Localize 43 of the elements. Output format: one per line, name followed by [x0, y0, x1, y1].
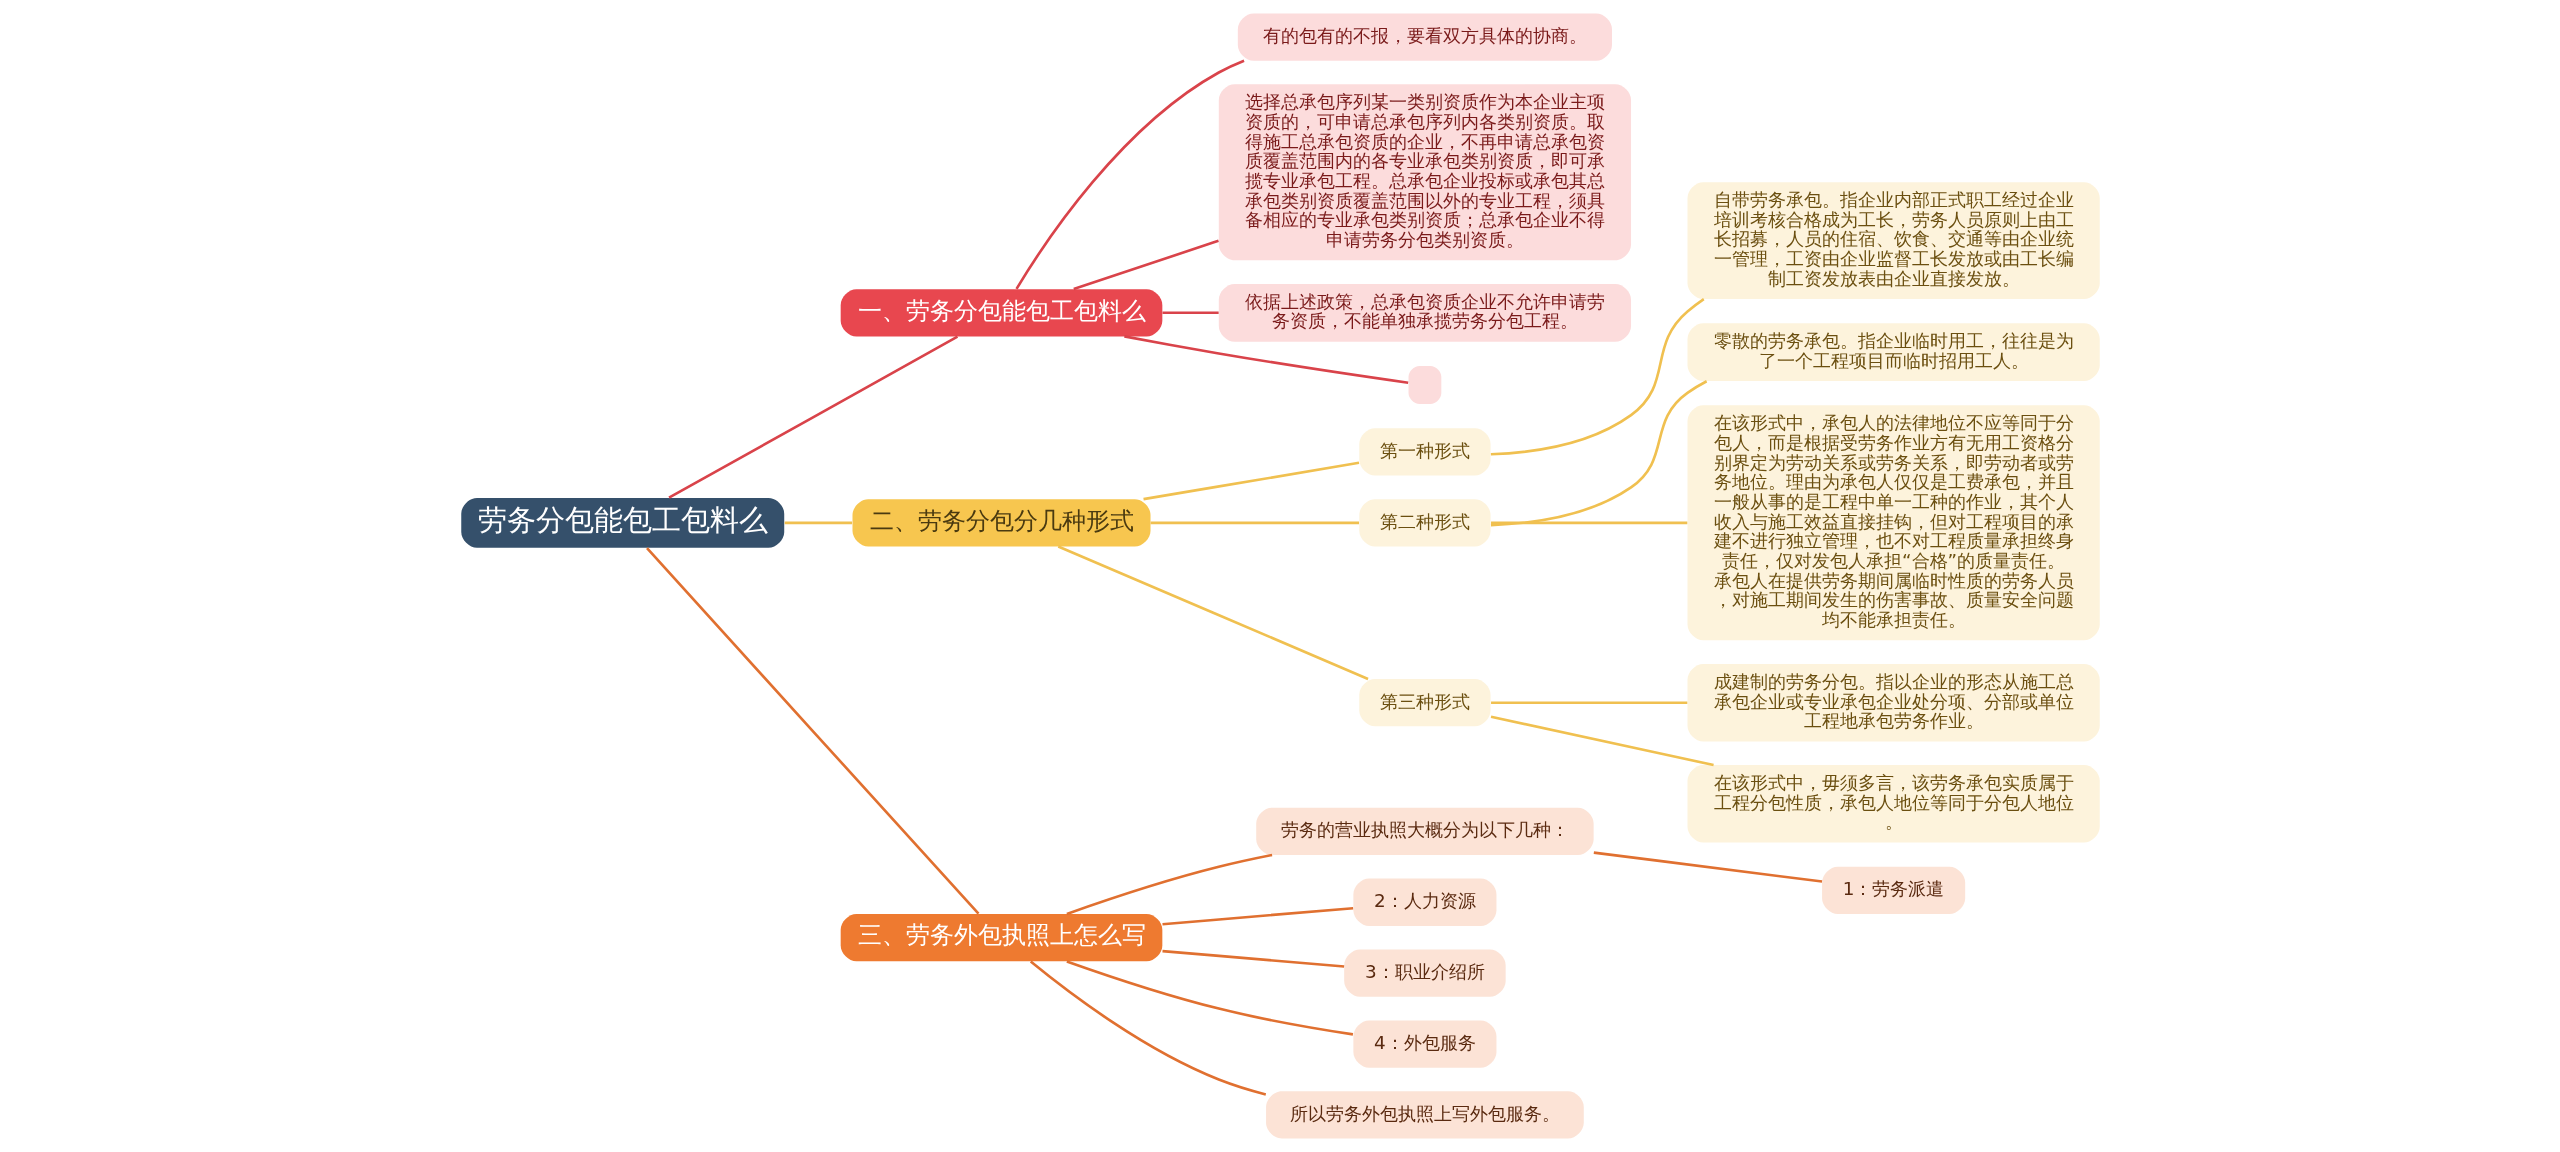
node-box: 第三种形式	[1358, 679, 1491, 727]
node-box: 劳务分包能包工包料么	[460, 497, 784, 548]
node-box: 在该形式中，毋须多言，该劳务承包实质属于工程分包性质，承包人地位等同于分包人地位。	[1687, 765, 2100, 843]
node-box: 零散的劳务承包。指企业临时用工，往往是为了一个工程项目而临时招用工人。	[1687, 323, 2100, 382]
node-box: 有的包有的不报，要看双方具体的协商。	[1237, 13, 1612, 61]
node-box: 在该形式中，承包人的法律地位不应等同于分包人，而是根据受劳务作业方有无用工资格分别界定为劳动关系或劳务关系，即劳动者或劳务地位。理由为承包人仅仅是工费承包，并且一般从事的是工程中单一工种的作业，其个人收入与施工效益直接挂钩，但对工程项目的承建不进行独立管理，也不对工程质量承担终身责任，仅对发包人承担“合格”的质量责任。承包人在提供劳务期间属临时性质的劳务人员，对施工期间发生的伤害事故、质量安全问题均不能承担责任。	[1687, 405, 2100, 641]
node-box: 选择总承包序列某一类别资质作为本企业主项资质的，可申请总承包序列内各类别资质。取得施工总承包资质的企业，不再申请总承包资质覆盖范围内的各专业承包类别资质，即可承揽专业承包工程。总承包企业投标或承包其总承包类别资质覆盖范围以外的专业工程，须具备相应的专业承包类别资质；总承包企业不得申请劳务分包类别资质。	[1218, 84, 1631, 261]
node-box: 依据上述政策，总承包资质企业不允许申请劳务资质，不能单独承揽劳务分包工程。	[1218, 283, 1631, 342]
node-box: 第一种形式	[1358, 428, 1491, 476]
node-box: 成建制的劳务分包。指以企业的形态从施工总承包企业或专业承包企业处分项、分部或单位工程地承包劳务作业。	[1687, 663, 2100, 742]
connector	[1014, 59, 1245, 290]
connector	[1029, 960, 1266, 1096]
node-box: 劳务的营业执照大概分为以下几种：	[1255, 807, 1594, 855]
connector	[1150, 521, 1359, 525]
connector	[1072, 239, 1219, 291]
connector	[1123, 335, 1408, 385]
connector	[1162, 311, 1219, 315]
node-box: 三、劳务外包执照上怎么写	[840, 914, 1162, 962]
connector	[645, 547, 979, 915]
connector	[1161, 906, 1353, 926]
connector	[1490, 701, 1687, 704]
connector	[1490, 380, 1707, 527]
connector	[1490, 715, 1714, 767]
connector	[1065, 853, 1272, 916]
node-box: 自带劳务承包。指企业内部正式职工经过企业培训考核合格成为工长，劳务人员原则上由工长招募，人员的住宿、饮食、交通等由企业统一管理，工资由企业监督工长发放或由工长编制工资发放表由企业直接发放。	[1687, 182, 2100, 299]
node-box: 2：人力资源	[1352, 878, 1496, 926]
node-box: 一、劳务分包能包工包料么	[840, 289, 1162, 337]
node-box: 1：劳务派遣	[1821, 866, 1965, 915]
connector	[1593, 851, 1822, 883]
connector	[1065, 960, 1353, 1036]
node-box: 3：职业介绍所	[1343, 949, 1506, 997]
node-box: 第二种形式	[1358, 499, 1491, 547]
connector	[1142, 461, 1359, 501]
node-box: 所以劳务外包执照上写外包服务。	[1265, 1091, 1584, 1139]
node-box: 二、劳务分包分几种形式	[852, 499, 1150, 547]
connector	[667, 335, 958, 499]
connector	[784, 521, 852, 525]
node-box: 4：外包服务	[1352, 1020, 1496, 1068]
connector	[1490, 521, 1687, 525]
connector	[1057, 545, 1369, 681]
connector	[1490, 298, 1705, 456]
connector	[1161, 949, 1344, 968]
node-box	[1408, 365, 1441, 404]
